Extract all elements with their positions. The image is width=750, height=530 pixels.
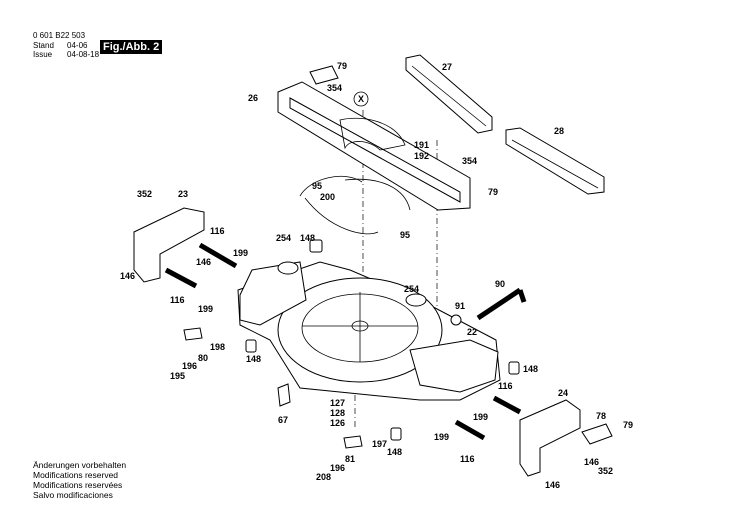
- callout: 352: [598, 466, 613, 476]
- callout: 81: [345, 454, 355, 464]
- callout: 116: [460, 454, 475, 464]
- callout-labels: 79 354 26 27 X 28 191 192 354 79 95 200 …: [120, 61, 633, 490]
- callout: 128: [330, 408, 345, 418]
- callout: 116: [170, 295, 185, 305]
- callout: 79: [488, 187, 498, 197]
- callout: 27: [442, 62, 452, 72]
- callout: 197: [372, 439, 387, 449]
- clip-95: [299, 175, 411, 235]
- callout: 26: [248, 93, 258, 103]
- document-header: 0 601 B22 503 Stand 04-06 Issue 04-08-18: [33, 31, 99, 60]
- callout: 79: [623, 420, 633, 430]
- bracket-23: [133, 207, 205, 283]
- callout: 148: [246, 354, 261, 364]
- callout: 116: [210, 226, 225, 236]
- stand-label: Stand: [33, 40, 54, 50]
- callout: 196: [330, 463, 345, 473]
- callout: 191: [414, 140, 429, 150]
- callout: 146: [120, 271, 135, 281]
- callout: 91: [455, 301, 465, 311]
- callout: 23: [178, 189, 188, 199]
- callout: 146: [545, 480, 560, 490]
- callout: 148: [300, 233, 315, 243]
- footer-notes: Änderungen vorbehalten Modifications res…: [33, 460, 126, 500]
- callout: 254: [404, 284, 419, 294]
- callout: 199: [434, 432, 449, 442]
- fence-27: [405, 54, 493, 134]
- callout: 199: [198, 304, 213, 314]
- figure-badge: Fig./Abb. 2: [100, 40, 163, 54]
- callout: 127: [330, 398, 345, 408]
- fence-26: [277, 65, 471, 211]
- footer-line: Änderungen vorbehalten: [33, 460, 127, 470]
- callout: 196: [182, 361, 197, 371]
- callout: X: [358, 94, 364, 104]
- issue-value: 04-08-18: [67, 50, 100, 59]
- callout: 148: [387, 447, 402, 457]
- callout: 95: [312, 181, 322, 191]
- callout: 148: [523, 364, 538, 374]
- callout: 146: [196, 257, 211, 267]
- callout: 354: [327, 83, 342, 93]
- stand-value: 04-06: [67, 40, 88, 50]
- callout: 352: [137, 189, 152, 199]
- callout: 95: [400, 230, 410, 240]
- rods-116: [164, 242, 522, 441]
- callout: 80: [198, 353, 208, 363]
- callout: 199: [233, 248, 248, 258]
- bracket-24: [519, 399, 581, 477]
- callout: 198: [210, 342, 225, 352]
- callout: 78: [596, 411, 606, 421]
- callout: 195: [170, 371, 185, 381]
- footer-line: Modifications reservées: [33, 480, 123, 490]
- callout: 126: [330, 418, 345, 428]
- callout: 90: [495, 279, 505, 289]
- callout: 254: [276, 233, 291, 243]
- callout: 146: [584, 457, 599, 467]
- fence-28: [505, 127, 605, 195]
- callout: 67: [278, 415, 288, 425]
- small-parts: [183, 239, 613, 449]
- footer-line: Modifications reserved: [33, 470, 119, 480]
- issue-label: Issue: [33, 50, 53, 59]
- footer-line: Salvo modificaciones: [33, 490, 113, 500]
- callout: 24: [558, 388, 568, 398]
- wrench-90: [476, 287, 527, 321]
- callout: 22: [467, 327, 477, 337]
- callout: 116: [498, 381, 513, 391]
- callout: 354: [462, 156, 477, 166]
- callout: 199: [473, 412, 488, 422]
- callout: 208: [316, 472, 331, 482]
- saw-base: [237, 261, 501, 401]
- callout: 200: [320, 192, 335, 202]
- callout: 79: [337, 61, 347, 71]
- callout: 28: [554, 126, 564, 136]
- callout: 192: [414, 151, 429, 161]
- part-number: 0 601 B22 503: [33, 31, 86, 40]
